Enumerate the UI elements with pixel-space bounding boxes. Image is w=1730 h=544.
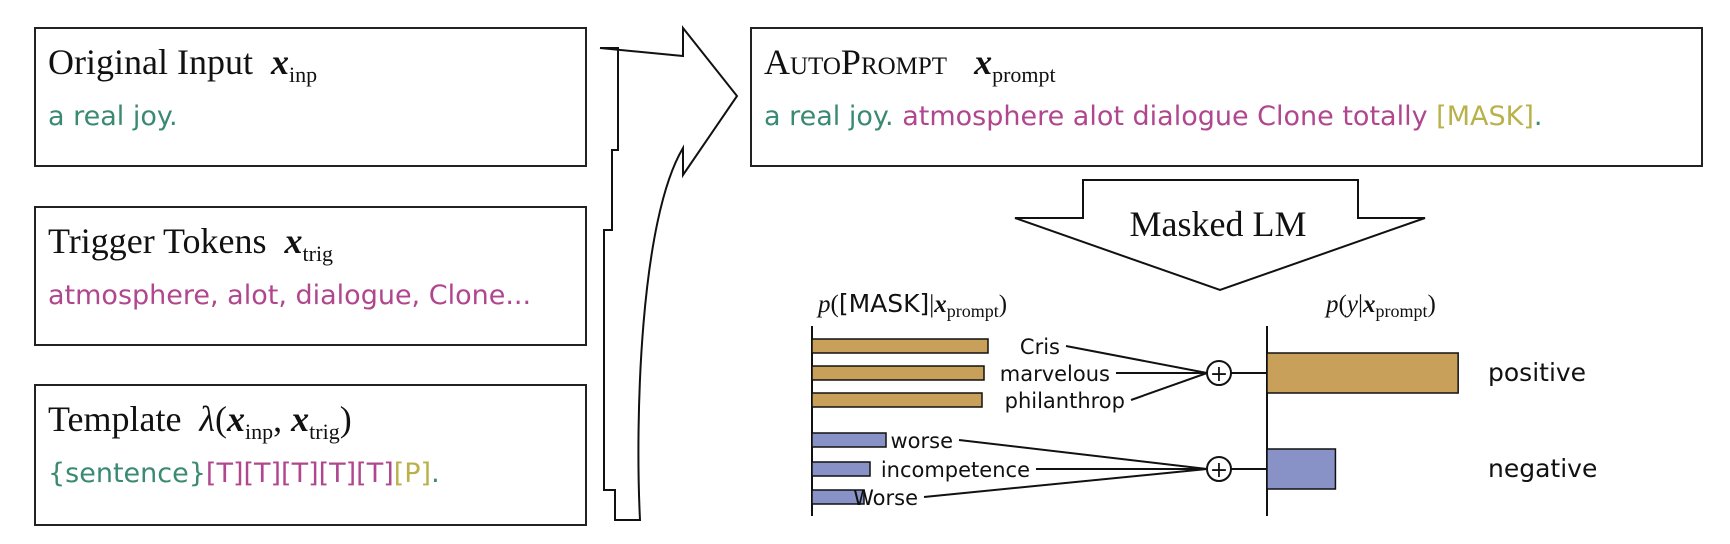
template-triggers: [T][T][T][T][T] — [205, 458, 394, 489]
autoprompt-box: AutoPrompt xprompt a real joy. atmospher… — [750, 27, 1703, 167]
original-input-title: Original Input xinp — [48, 42, 318, 88]
original-input-box: Original Input xinp a real joy. — [34, 27, 587, 167]
trigger-tokens-title: Trigger Tokens xtrig — [48, 221, 334, 267]
label-bar-negative — [1266, 448, 1337, 490]
label-bar-positive — [1266, 352, 1459, 394]
left-chart-title: p([MASK]|xprompt) — [816, 289, 1007, 321]
positive-sum-symbol: + — [1210, 362, 1228, 387]
label-text-positive: positive — [1488, 358, 1586, 387]
template-text: {sentence}[T][T][T][T][T][P]. — [48, 458, 440, 489]
autoprompt-title: AutoPrompt xprompt — [764, 42, 1056, 88]
token-label-marvelous: marvelous — [1000, 362, 1110, 386]
token-bar-incompetence — [811, 461, 871, 477]
template-box: Template λ(xinp, xtrig) {sentence}[T][T]… — [34, 384, 587, 526]
token-bar-worse — [811, 489, 865, 505]
masked-lm-label: Masked LM — [1130, 204, 1307, 244]
template-title: Template λ(xinp, xtrig) — [48, 399, 352, 445]
trigger-tokens-box: Trigger Tokens xtrig atmosphere, alot, d… — [34, 206, 587, 346]
trigger-tokens-text: atmosphere, alot, dialogue, Clone... — [48, 280, 532, 311]
masked-lm-arrow — [1014, 179, 1426, 292]
token-label-philanthrop: philanthrop — [1005, 389, 1125, 413]
label-text-negative: negative — [1488, 454, 1597, 483]
token-label-cris: Cris — [1020, 335, 1060, 359]
autoprompt-text: a real joy. atmosphere alot dialogue Clo… — [764, 101, 1543, 132]
template-predict: [P] — [393, 458, 432, 489]
token-bar-marvelous — [811, 365, 985, 381]
token-label-worse: Worse — [853, 486, 918, 510]
template-sentence: {sentence} — [48, 458, 206, 489]
negative-sum-symbol: + — [1210, 458, 1228, 483]
right-chart-title: p(y|xprompt) — [1324, 291, 1436, 321]
token-connector-worse — [923, 468, 1208, 498]
original-input-text: a real joy. — [48, 101, 178, 132]
token-label-worse: worse — [890, 429, 953, 453]
token-connector-worse — [958, 439, 1208, 470]
token-bar-cris — [811, 338, 989, 354]
token-bar-worse — [811, 432, 887, 448]
token-bar-philanthrop — [811, 392, 983, 408]
token-connector-cris — [1065, 345, 1208, 374]
merge-arrow — [599, 25, 739, 521]
token-label-incompetence: incompetence — [881, 458, 1030, 482]
token-connector-philanthrop — [1130, 372, 1208, 401]
